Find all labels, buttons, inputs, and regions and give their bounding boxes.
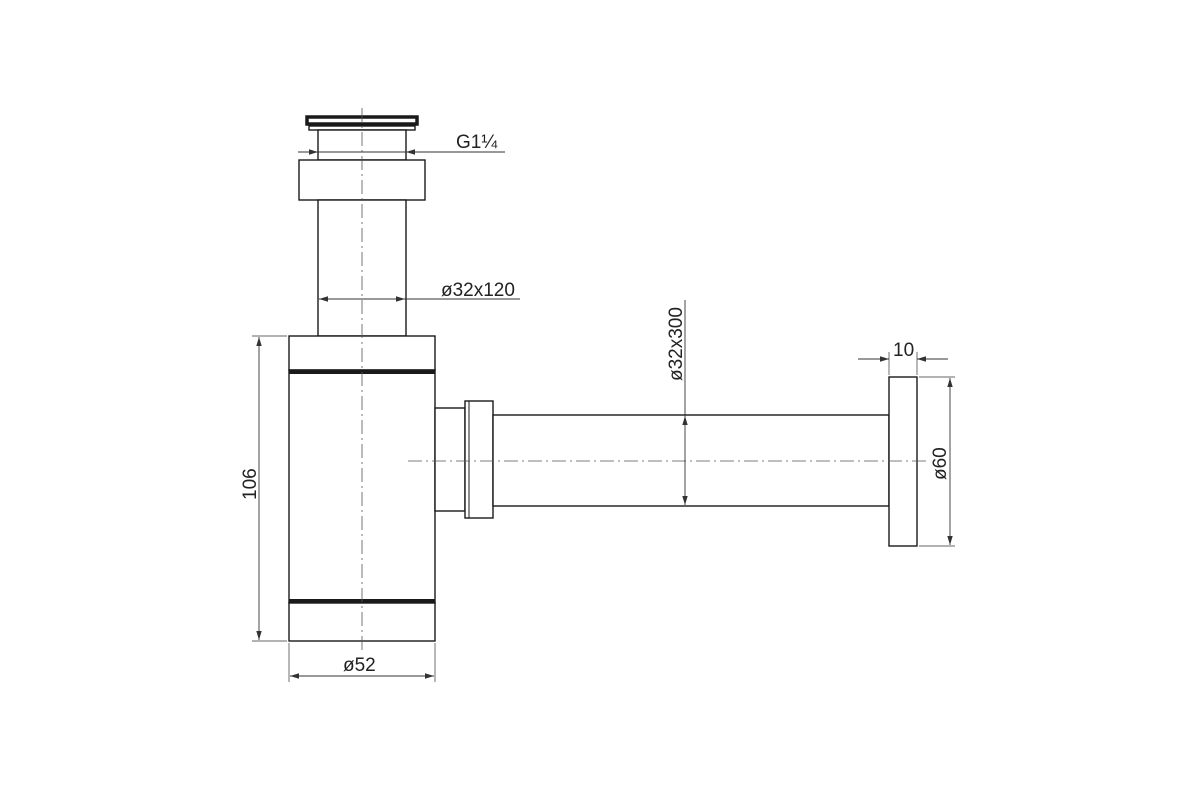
label-vertical-tube: ø32x120 — [441, 280, 515, 301]
label-flange-diameter: ø60 — [930, 447, 951, 480]
horizontal-tube — [492, 414, 890, 507]
dimension-body-diameter: ø52 — [288, 643, 436, 682]
dimension-flange-diameter: ø60 — [919, 376, 955, 547]
label-thread: G1¼ — [456, 132, 498, 153]
dimension-horizontal-tube: ø32x300 — [666, 300, 688, 505]
dimension-thread: G1¼ — [298, 132, 505, 155]
wall-flange — [888, 376, 918, 547]
vertical-tube — [317, 199, 407, 337]
label-body-height: 106 — [240, 468, 261, 500]
label-body-diameter: ø52 — [343, 655, 376, 676]
dimension-body-height: 106 — [240, 335, 287, 642]
label-flange-thickness: 10 — [893, 340, 914, 361]
dimension-flange-thickness: 10 — [858, 340, 948, 375]
dimension-vertical-tube: ø32x120 — [319, 280, 520, 302]
label-horizontal-tube: ø32x300 — [666, 307, 687, 381]
outlet-spigot — [434, 407, 466, 512]
